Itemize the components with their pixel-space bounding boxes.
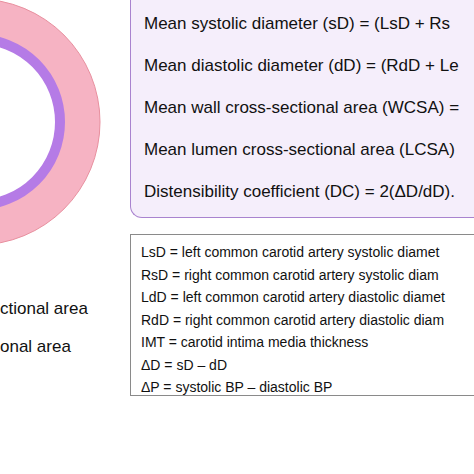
vessel-lumen (0, 39, 60, 205)
legend-label: ctional area (0, 299, 88, 319)
definition-text: LsD = left common carotid artery systoli… (141, 241, 474, 264)
formula-text: Mean systolic diameter (sD) = (LsD + Rs (144, 3, 474, 45)
legend-label: onal area (0, 337, 71, 357)
definition-text: IMT = carotid intima media thickness (141, 331, 474, 354)
definition-text: RsD = right common carotid artery systol… (141, 264, 474, 287)
formula-text: Mean diastolic diameter (dD) = (RdD + Le (144, 45, 474, 87)
formula-text: Distensibility coefficient (DC) = 2(ΔD/d… (144, 171, 474, 213)
abbreviation-box: LsD = left common carotid artery systoli… (130, 234, 474, 396)
formula-text: Mean lumen cross-sectional area (LCSA) (144, 129, 474, 171)
definition-text: ΔP = systolic BP – diastolic BP (141, 376, 474, 399)
definition-text: LdD = left common carotid artery diastol… (141, 286, 474, 309)
definition-text: ΔD = sD – dD (141, 354, 474, 377)
formula-box: Mean systolic diameter (sD) = (LsD + RsM… (130, 0, 474, 218)
definition-text: RdD = right common carotid artery diasto… (141, 309, 474, 332)
vessel-wall (0, 0, 100, 245)
formula-text: Mean wall cross-sectional area (WCSA) = (144, 87, 474, 129)
